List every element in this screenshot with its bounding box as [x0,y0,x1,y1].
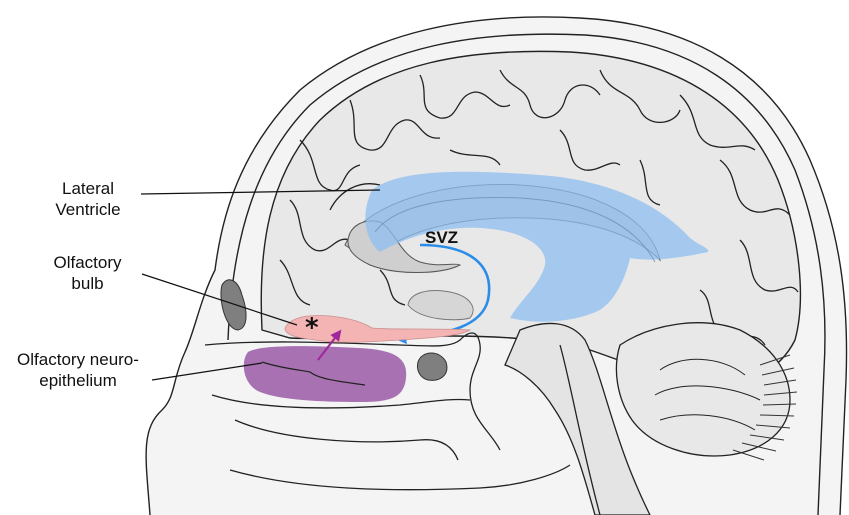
lateral-ventricle-label-line2: Ventricle [38,199,138,220]
olfactory-neuroepithelium [244,346,406,402]
olfactory-neuroepithelium-label-line2: epithelium [4,370,152,391]
sphenoid-tissue [417,353,446,380]
olfactory-neuroepithelium-label: Olfactory neuro- epithelium [4,349,152,391]
asterisk-marker: * [305,313,319,343]
lateral-ventricle-label-line1: Lateral [38,178,138,199]
olfactory-bulb-label-line2: bulb [35,273,140,294]
svz-label: SVZ [425,228,458,248]
lateral-ventricle-label: Lateral Ventricle [38,178,138,220]
olfactory-neuroepithelium-label-line1: Olfactory neuro- [4,349,152,370]
olfactory-bulb-label: Olfactory bulb [35,252,140,294]
olfactory-bulb-label-line1: Olfactory [35,252,140,273]
